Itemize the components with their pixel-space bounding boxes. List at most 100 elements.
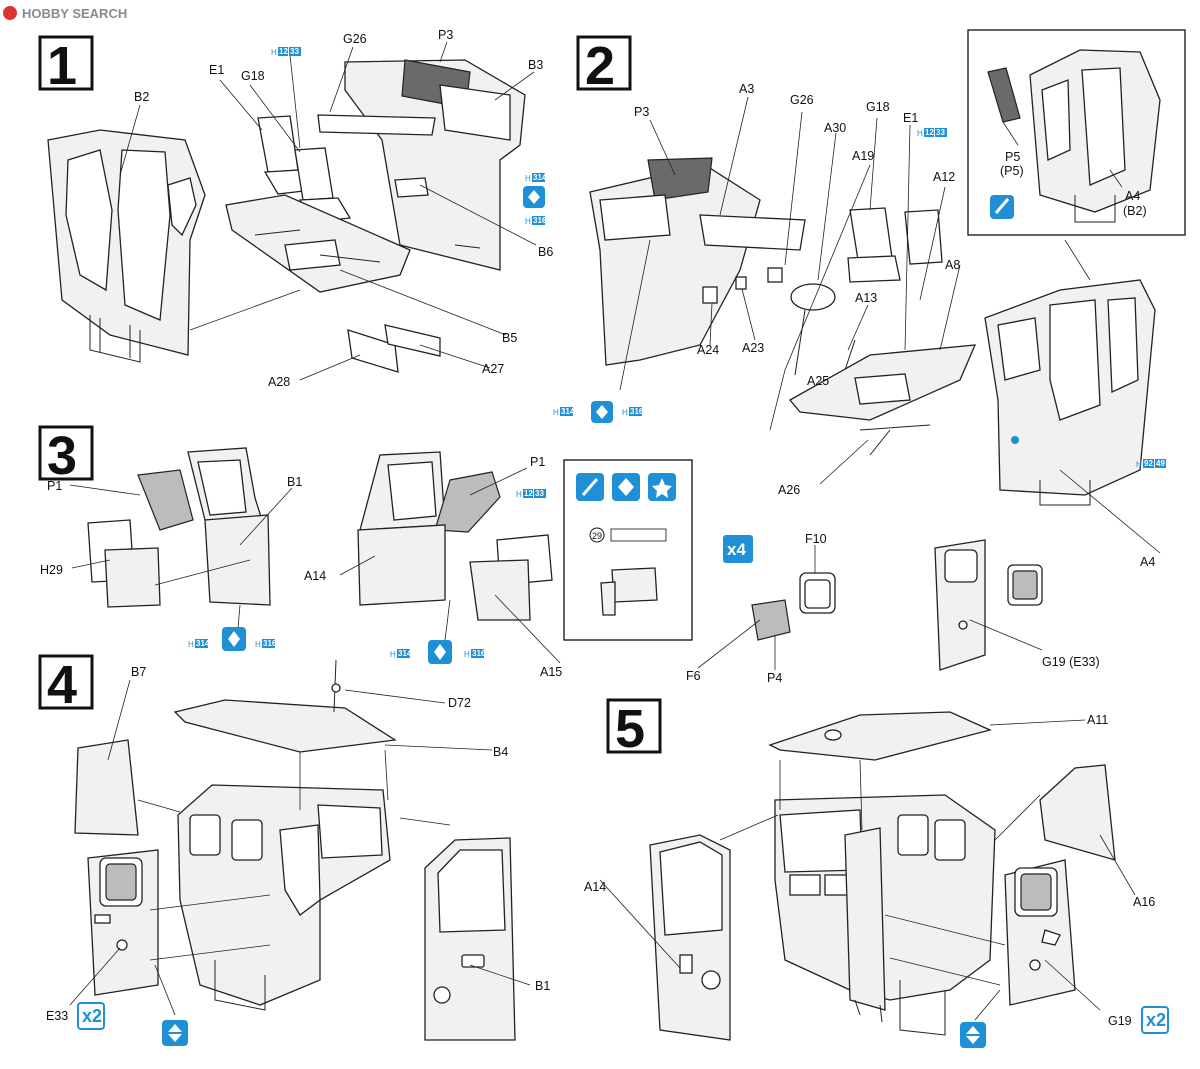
part-cab-left [177,784,391,1011]
part-f10-p4: x4 [723,535,836,641]
label-g26: G26 [343,32,367,46]
paint-ref-h314: H 314 [525,173,547,183]
label-p5-alt: (P5) [1000,164,1024,178]
label-a28: A28 [268,375,290,389]
multiplier-badge [77,1002,105,1030]
svg-text:H: H [188,640,194,649]
multiplier-badge [1141,1006,1169,1034]
part-a11-roof [768,711,992,761]
label-g19-e33: G19 (E33) [1042,655,1100,669]
label-p1-right: P1 [530,455,545,469]
svg-text:316: 316 [533,216,547,225]
label-g26: G26 [790,93,814,107]
label-h29: H29 [40,563,63,577]
inset-decal: 29 [563,459,693,641]
label-f6: F6 [686,669,701,683]
label-a27: A27 [482,362,504,376]
step-2: 2 [553,29,1186,569]
label-p3: P3 [438,28,453,42]
glue-icon [162,1020,188,1046]
label-a24: A24 [697,343,719,357]
part-cab-right [774,794,996,1036]
label-b2: B2 [134,90,149,104]
step-number: 1 [47,36,77,96]
label-e1: E1 [903,111,918,125]
part-b1-door [424,837,516,1041]
step-number-box [38,654,94,710]
label-a15: A15 [540,665,562,679]
part-p3-glass [647,157,713,201]
part-p5-mirror [987,67,1021,123]
part-b3-wall [317,59,526,271]
label-b5: B5 [502,331,517,345]
part-b5-floor [225,194,411,293]
label-a3: A3 [739,82,754,96]
multiplier-text: x2 [1146,1010,1166,1030]
svg-text:92: 92 [1144,459,1153,468]
svg-text:12: 12 [279,47,288,56]
svg-text:12: 12 [925,128,934,137]
svg-text:H: H [525,217,531,226]
svg-text:H: H [255,640,261,649]
label-a25: A25 [807,374,829,388]
step-number: 4 [47,655,77,715]
part-b1-lower [204,514,271,606]
label-a8: A8 [945,258,960,272]
part-a15 [469,559,531,621]
part-a14 [357,524,446,606]
label-a11: A11 [1087,713,1108,727]
svg-text:H: H [553,408,559,417]
part-a8-floor [789,344,977,456]
step-number: 2 [585,36,615,96]
svg-text:314: 314 [561,407,575,416]
part-a27-a28 [347,324,441,373]
step-number: 3 [47,426,77,486]
label-e33: E33 [46,1009,68,1023]
step-number-box [606,698,662,754]
part-b2-frame [47,129,206,363]
inset-detail [967,29,1186,236]
label-b3: B3 [528,58,543,72]
svg-text:H: H [1136,460,1142,469]
label-d72: D72 [448,696,471,710]
glue-icon [960,1022,986,1048]
svg-text:H: H [917,129,923,138]
paint-ref-right: H 314 H 316 [390,640,486,664]
part-p1-right [434,471,501,533]
label-a13: A13 [855,291,877,305]
svg-text:33: 33 [535,489,544,498]
label-p1: P1 [47,479,62,493]
label-a23: A23 [742,341,764,355]
part-g19-door [934,539,1043,671]
label-a19: A19 [852,149,874,163]
label-a4: A4 [1140,555,1155,569]
multiplier-badge [723,535,753,563]
part-a25-wheel [790,283,836,311]
svg-text:33: 33 [290,47,299,56]
label-a14: A14 [304,569,326,583]
label-g19: G19 [1108,1014,1132,1028]
decal-number-circle [589,527,605,543]
paint-ref-h316: H 316 [525,216,547,226]
part-p1-left [137,469,194,531]
svg-text:316: 316 [472,649,486,658]
step-1: 1 [38,28,553,389]
svg-text:H: H [516,490,522,499]
label-b1: B1 [287,475,302,489]
step-number-box [576,35,632,91]
svg-text:316: 316 [630,407,644,416]
part-a16-panel [1039,764,1116,861]
label-b4: B4 [493,745,508,759]
brand-name: HOBBY SEARCH [22,6,127,21]
svg-text:H: H [464,650,470,659]
label-b1: B1 [535,979,550,993]
svg-text:12: 12 [524,489,533,498]
label-p3: P3 [634,105,649,119]
part-a14-door [649,834,731,1041]
decal-strip [610,528,667,542]
part-b7-panel [74,739,139,836]
paint-ref-h12-h33: H 12 33 [516,489,546,499]
part-e33-door [87,849,159,996]
part-a3-dash [589,157,806,366]
label-a12: A12 [933,170,955,184]
